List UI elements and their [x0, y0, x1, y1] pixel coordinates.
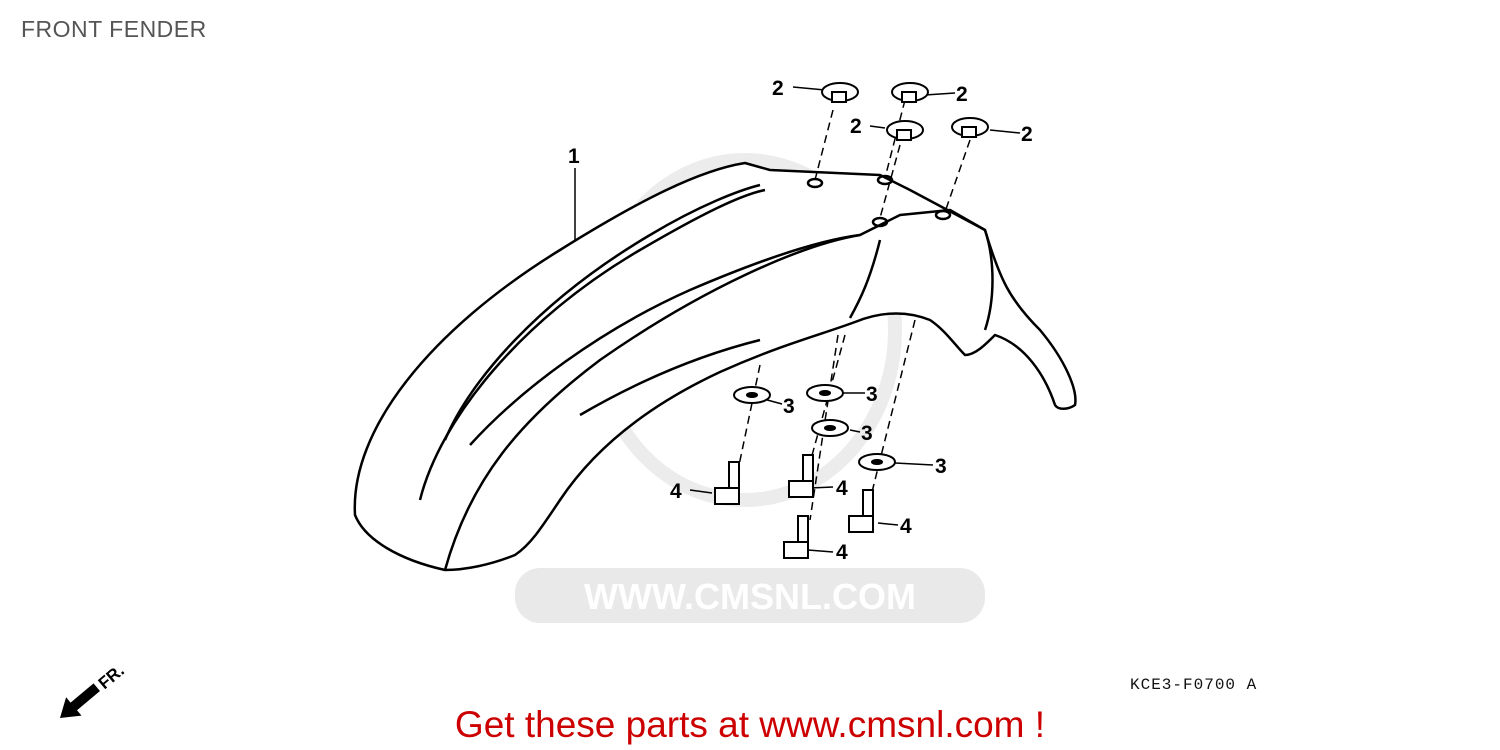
callout-3: 3 [935, 455, 947, 478]
callout-3: 3 [866, 383, 878, 406]
callout-2: 2 [1021, 123, 1033, 146]
bolts [714, 454, 874, 559]
callout-4: 4 [670, 480, 682, 503]
promo-link[interactable]: Get these parts at www.cmsnl.com ! [454, 704, 1046, 745]
callout-4: 4 [836, 541, 848, 564]
callout-2: 2 [956, 83, 968, 106]
callout-1: 1 [568, 145, 580, 168]
watermark-text: WWW.CMSNL.COM [584, 576, 916, 617]
callout-2: 2 [850, 115, 862, 138]
washers [733, 384, 896, 471]
callout-3: 3 [783, 395, 795, 418]
part-code: KCE3-F0700 A [1130, 676, 1258, 694]
callout-4: 4 [836, 477, 848, 500]
callout-4: 4 [900, 515, 912, 538]
callout-2: 2 [772, 77, 784, 100]
callout-3: 3 [861, 422, 873, 445]
page-title: FRONT FENDER [21, 16, 207, 42]
front-fender [353, 161, 1077, 572]
callouts: 1 2 2 2 2 3 3 3 3 4 4 4 4 [568, 77, 1033, 564]
rubber-mounts [821, 82, 989, 141]
direction-label: FR. [95, 661, 128, 693]
